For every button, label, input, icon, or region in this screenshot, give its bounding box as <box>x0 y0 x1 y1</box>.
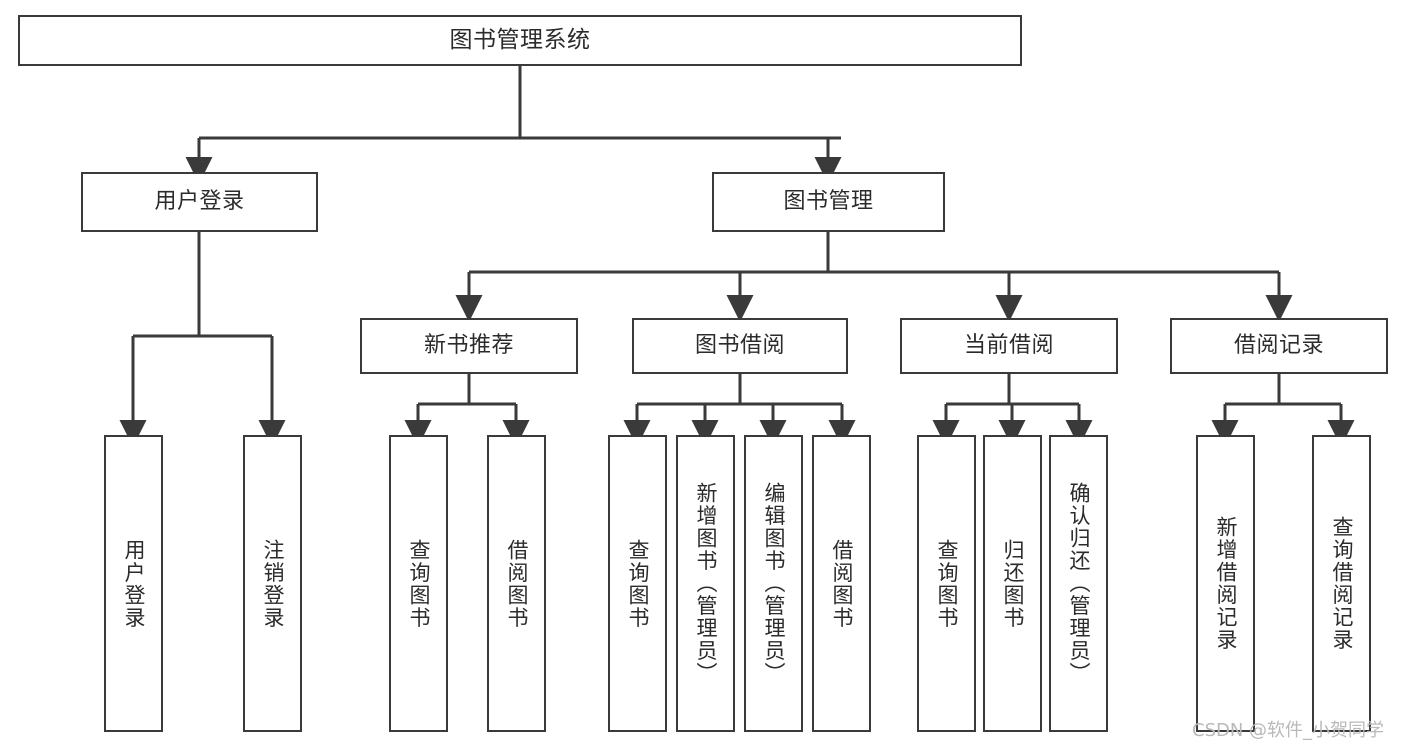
node-label: 用户登录 <box>154 188 245 214</box>
node-label: 查询图书 <box>934 538 959 629</box>
leaf-borrow-record-query[interactable]: 查询借阅记录 <box>1312 435 1371 732</box>
leaf-new-book-query[interactable]: 查询图书 <box>389 435 448 732</box>
leaf-new-book-borrow[interactable]: 借阅图书 <box>487 435 546 732</box>
node-label: 确认归还（管理员） <box>1066 482 1091 685</box>
leaf-current-borrow-confirm-return[interactable]: 确认归还（管理员） <box>1049 435 1108 732</box>
leaf-current-borrow-return[interactable]: 归还图书 <box>983 435 1042 732</box>
leaf-book-borrow-query[interactable]: 查询图书 <box>608 435 667 732</box>
leaf-borrow-record-add[interactable]: 新增借阅记录 <box>1196 435 1255 732</box>
node-label: 查询图书 <box>406 538 431 629</box>
node-borrow-record[interactable]: 借阅记录 <box>1170 318 1388 374</box>
leaf-user-login-logout[interactable]: 注销登录 <box>243 435 302 732</box>
leaf-book-borrow-borrow[interactable]: 借阅图书 <box>812 435 871 732</box>
node-book-borrow[interactable]: 图书借阅 <box>632 318 848 374</box>
node-new-book-recommend[interactable]: 新书推荐 <box>360 318 578 374</box>
node-user-login[interactable]: 用户登录 <box>81 172 318 232</box>
node-book-management[interactable]: 图书管理 <box>712 172 945 232</box>
node-label: 查询图书 <box>625 538 650 629</box>
node-current-borrow[interactable]: 当前借阅 <box>900 318 1118 374</box>
node-label: 图书借阅 <box>694 332 785 358</box>
node-label: 查询借阅记录 <box>1329 516 1354 651</box>
node-label: 当前借阅 <box>963 332 1054 358</box>
node-label: 图书管理系统 <box>449 26 591 53</box>
leaf-user-login-login[interactable]: 用户登录 <box>104 435 163 732</box>
node-label: 编辑图书（管理员） <box>761 482 786 685</box>
node-label: 归还图书 <box>1000 538 1025 629</box>
node-label: 借阅图书 <box>829 538 854 629</box>
node-label: 图书管理 <box>783 188 874 214</box>
node-label: 借阅图书 <box>504 538 529 629</box>
leaf-book-borrow-add[interactable]: 新增图书（管理员） <box>676 435 735 732</box>
node-label: 新增借阅记录 <box>1213 516 1238 651</box>
leaf-book-borrow-edit[interactable]: 编辑图书（管理员） <box>744 435 803 732</box>
node-root-book-management-system[interactable]: 图书管理系统 <box>18 15 1022 66</box>
node-label: 新书推荐 <box>423 332 514 358</box>
leaf-current-borrow-query[interactable]: 查询图书 <box>917 435 976 732</box>
node-label: 用户登录 <box>121 538 146 629</box>
node-label: 注销登录 <box>260 538 285 629</box>
node-label: 新增图书（管理员） <box>693 482 718 685</box>
csdn-watermark: CSDN @软件_小贺同学 <box>1192 720 1385 741</box>
node-label: 借阅记录 <box>1233 332 1324 358</box>
